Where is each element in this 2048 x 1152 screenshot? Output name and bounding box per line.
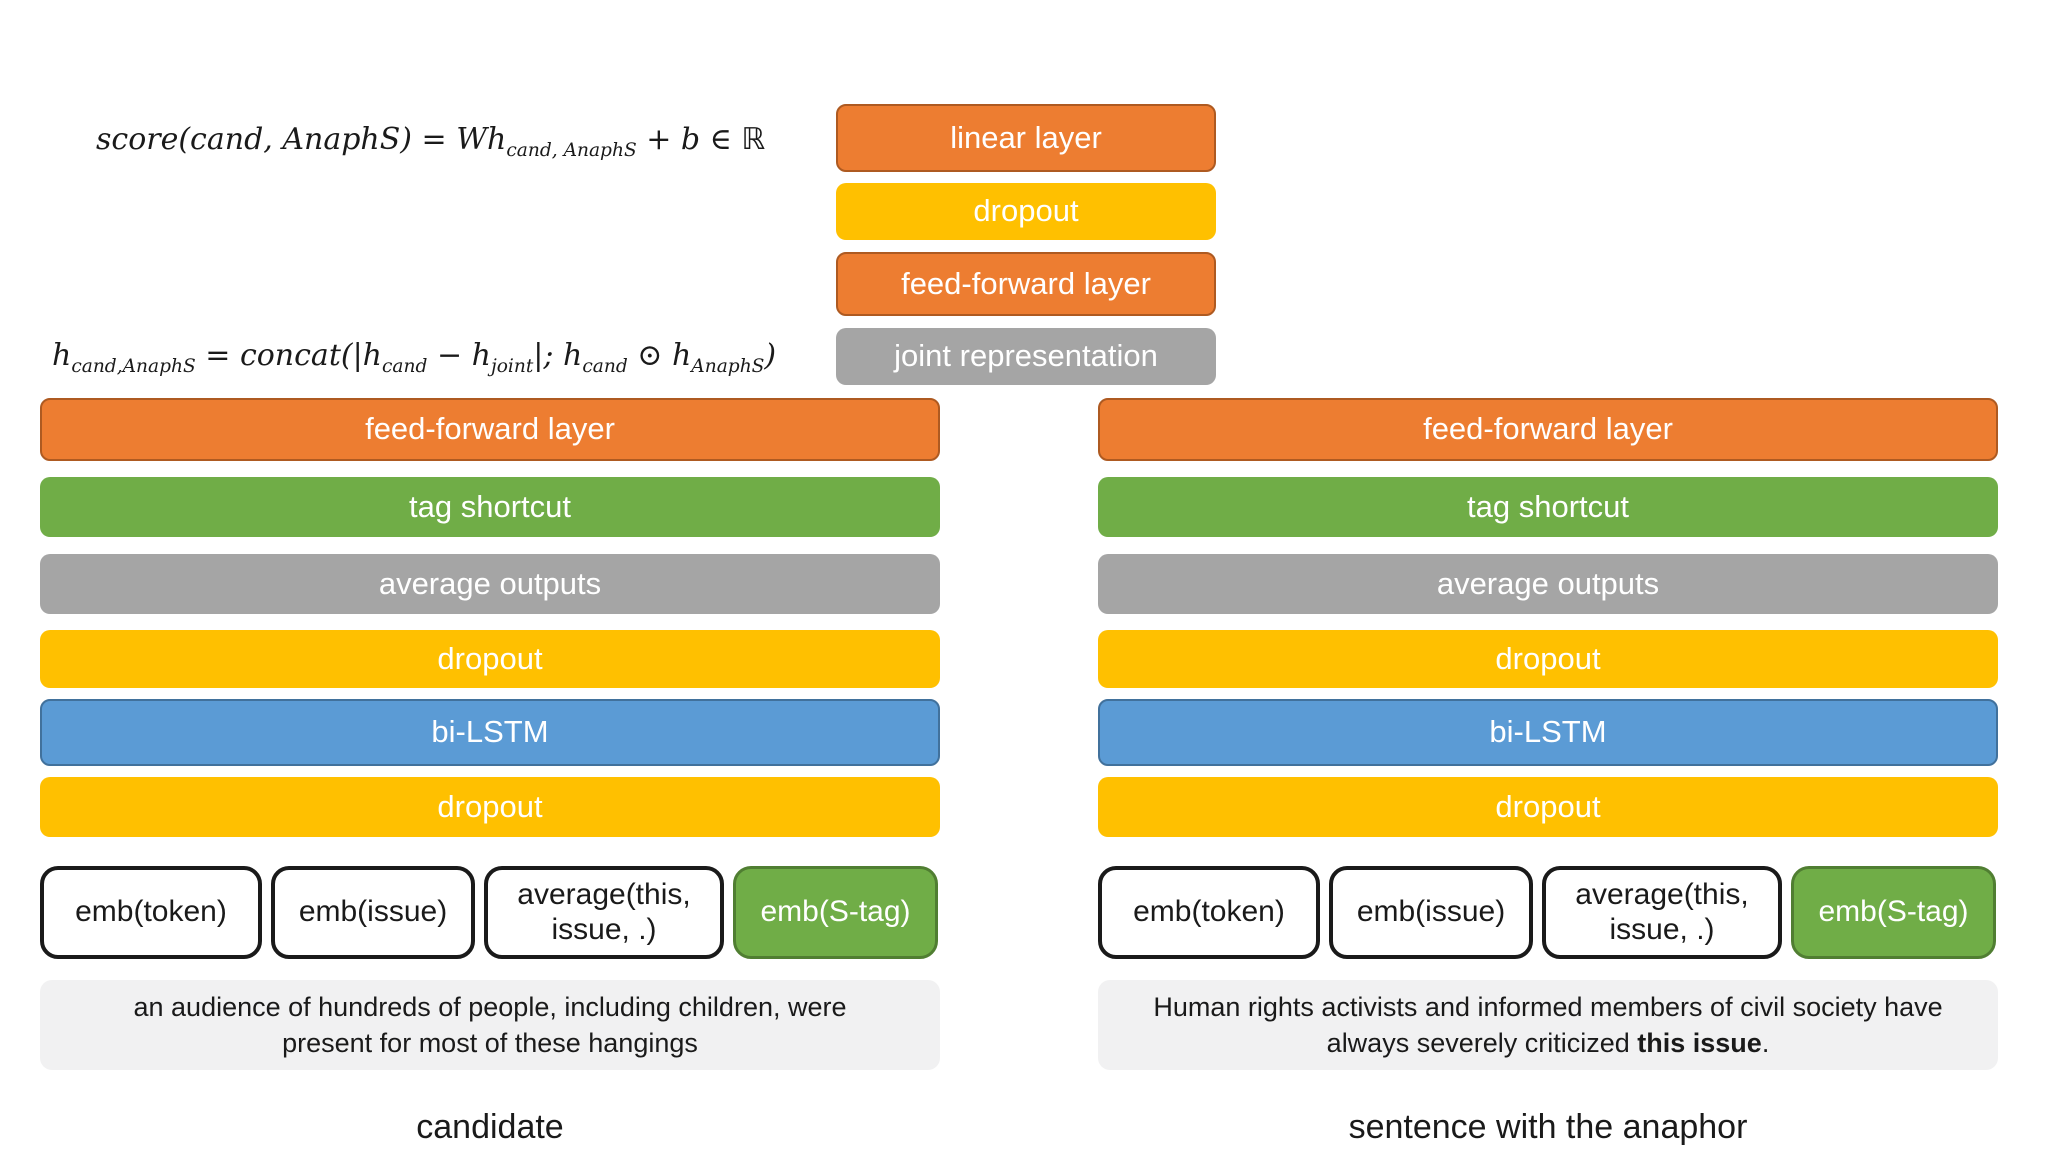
scoring-stack: linear layer dropout feed-forward layer … [836, 104, 1216, 394]
dropout-box: dropout [40, 630, 940, 688]
formula-text: score(cand, AnaphS) = Wh [96, 122, 507, 157]
anaphor-sentence-box: Human rights activists and informed memb… [1098, 980, 1998, 1070]
emb-s-tag-box: emb(S-tag) [733, 866, 938, 959]
emb-issue-box: emb(issue) [271, 866, 475, 959]
formula-text: + b ∈ ℝ [636, 122, 766, 157]
formula-text: ) [764, 338, 777, 373]
emb-s-tag-box: emb(S-tag) [1791, 866, 1996, 959]
average-embedding-line2: issue, .) [1609, 912, 1715, 946]
score-formula: score(cand, AnaphS) = Whcand, AnaphS + b… [96, 118, 765, 162]
formula-subscript: joint [490, 356, 534, 377]
average-outputs-box: average outputs [40, 554, 940, 614]
feed-forward-layer-box: feed-forward layer [40, 398, 940, 461]
candidate-sentence-box: an audience of hundreds of people, inclu… [40, 980, 940, 1070]
dropout-box: dropout [1098, 777, 1998, 837]
anaphor-caption: sentence with the anaphor [1348, 1107, 1748, 1146]
bi-lstm-box: bi-LSTM [1098, 699, 1998, 766]
sentence-line2: always severely criticized this issue. [1327, 1025, 1770, 1061]
candidate-column: feed-forward layer tag shortcut average … [40, 0, 940, 1152]
embedding-row: emb(token) emb(issue) average(this, issu… [1098, 866, 1996, 959]
emb-token-box: emb(token) [1098, 866, 1320, 959]
tag-shortcut-box: tag shortcut [1098, 477, 1998, 537]
dropout-box: dropout [40, 777, 940, 837]
embedding-row: emb(token) emb(issue) average(this, issu… [40, 866, 938, 959]
formula-subscript: cand [382, 356, 428, 377]
formula-subscript: cand [582, 356, 628, 377]
linear-layer-box: linear layer [836, 104, 1216, 172]
sentence-line2-text: always severely criticized [1326, 1028, 1638, 1058]
average-embedding-box: average(this, issue, .) [1542, 866, 1782, 959]
formula-subscript: cand, AnaphS [506, 140, 637, 161]
sentence-line1: an audience of hundreds of people, inclu… [133, 992, 847, 1022]
anaphor-bold-text: this issue [1637, 1028, 1762, 1058]
average-outputs-box: average outputs [1098, 554, 1998, 614]
sentence-line1: Human rights activists and informed memb… [1153, 992, 1943, 1022]
dropout-box: dropout [836, 183, 1216, 240]
average-embedding-line1: average(this, [517, 878, 691, 911]
candidate-caption: candidate [416, 1107, 564, 1146]
sentence-line2: present for most of these hangings [282, 1028, 698, 1058]
emb-issue-box: emb(issue) [1329, 866, 1533, 959]
average-embedding-line1: average(this, [1575, 878, 1749, 911]
formula-text: h [52, 338, 72, 373]
formula-subscript: cand,AnaphS [71, 356, 196, 377]
sentence-line2-period: . [1761, 1028, 1770, 1058]
bi-lstm-box: bi-LSTM [40, 699, 940, 766]
tag-shortcut-box: tag shortcut [40, 477, 940, 537]
feed-forward-layer-box: feed-forward layer [1098, 398, 1998, 461]
formula-text: ⊙ h [627, 338, 692, 373]
feed-forward-layer-box: feed-forward layer [836, 252, 1216, 316]
joint-representation-box: joint representation [836, 328, 1216, 385]
joint-representation-formula: hcand,AnaphS = concat(|hcand − hjoint|; … [52, 334, 776, 378]
formula-text: = concat(|h [195, 338, 383, 373]
anaphor-column: feed-forward layer tag shortcut average … [1098, 0, 1998, 1152]
average-embedding-box: average(this, issue, .) [484, 866, 724, 959]
average-embedding-line2: issue, .) [551, 912, 657, 946]
dropout-box: dropout [1098, 630, 1998, 688]
formula-subscript: AnaphS [691, 356, 765, 377]
formula-text: − h [427, 338, 491, 373]
formula-text: |; h [533, 338, 583, 373]
emb-token-box: emb(token) [40, 866, 262, 959]
